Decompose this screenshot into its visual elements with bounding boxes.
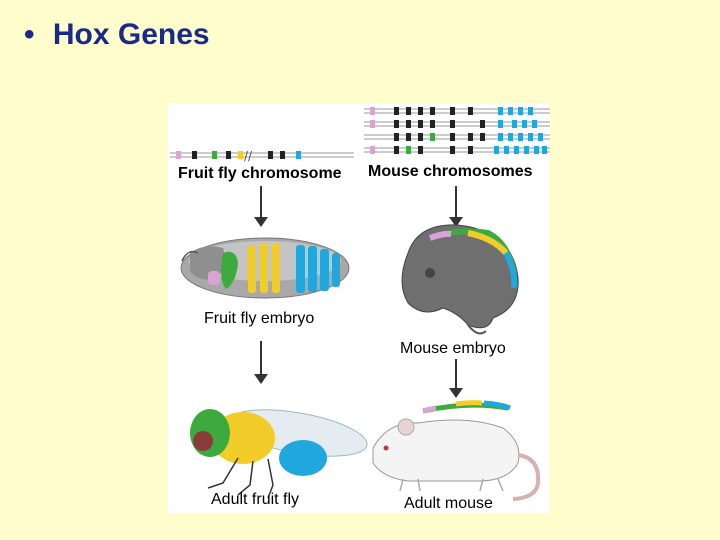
chromosome-band — [430, 120, 435, 128]
chromosome-band — [394, 107, 399, 115]
chromosome-band — [370, 146, 375, 154]
chromosome-band — [450, 133, 455, 141]
chromosome-band — [406, 133, 411, 141]
adult-fly-illustration — [190, 409, 368, 499]
hox-figure-panel: // — [168, 103, 550, 513]
chromosome-band — [508, 107, 513, 115]
chromosome-band — [370, 120, 375, 128]
chromosome-band — [480, 133, 485, 141]
chromosome-band — [532, 120, 537, 128]
chromosome-band — [518, 133, 523, 141]
chromosome-band — [450, 107, 455, 115]
chromosome-band — [498, 120, 503, 128]
chromosome-band — [528, 107, 533, 115]
chromosome-band — [468, 133, 473, 141]
chromosome-band — [480, 120, 485, 128]
arrows — [254, 186, 463, 398]
chromosome-band — [450, 146, 455, 154]
hox-figure-svg: // — [170, 107, 550, 501]
svg-text://: // — [244, 149, 253, 163]
chromosome-band — [522, 120, 527, 128]
chromosome-band — [538, 133, 543, 141]
chromosome-band — [430, 133, 435, 141]
chromosome-band — [528, 133, 533, 141]
chromosome-band — [418, 120, 423, 128]
chromosome-band — [394, 133, 399, 141]
label-fly-embryo: Fruit fly embryo — [204, 310, 315, 327]
chromosome-band — [494, 146, 499, 154]
chromosome-band — [514, 146, 519, 154]
chromosome-band — [508, 133, 513, 141]
title-text: Hox Genes — [52, 18, 210, 51]
fly-chromosome-diagram: // — [170, 149, 354, 163]
chromosome-band — [394, 120, 399, 128]
chromosome-band — [450, 120, 455, 128]
chromosome-band — [406, 146, 411, 154]
chromosome-band — [542, 146, 547, 154]
chromosome-band — [406, 120, 411, 128]
chromosome-band — [498, 133, 503, 141]
chromosome-band — [518, 107, 523, 115]
bullet: • — [24, 18, 35, 51]
chromosome-band — [524, 146, 529, 154]
chromosome-band — [394, 146, 399, 154]
chromosome-band — [430, 107, 435, 115]
chromosome-band — [504, 146, 509, 154]
chromosome-band — [418, 107, 423, 115]
mouse-embryo-illustration — [401, 224, 519, 335]
label-adult-mouse: Adult mouse — [404, 495, 493, 512]
chromosome-band — [468, 107, 473, 115]
chromosome-band — [498, 107, 503, 115]
fly-embryo-illustration — [180, 237, 350, 299]
chromosome-band — [418, 133, 423, 141]
label-mouse-embryo: Mouse embryo — [400, 340, 506, 357]
slide-title: • Hox Genes — [24, 18, 210, 52]
adult-mouse-illustration — [372, 400, 541, 501]
chromosome-band — [418, 146, 423, 154]
label-adult-fly: Adult fruit fly — [211, 491, 300, 508]
chromosome-band — [406, 107, 411, 115]
chromosome-band — [512, 120, 517, 128]
mouse-chromosomes-diagram — [364, 107, 550, 154]
label-fly-chromosome: Fruit fly chromosome — [178, 165, 342, 182]
chromosome-band — [534, 146, 539, 154]
chromosome-band — [468, 146, 473, 154]
label-mouse-chromosomes: Mouse chromosomes — [368, 163, 533, 180]
chromosome-band — [370, 107, 375, 115]
